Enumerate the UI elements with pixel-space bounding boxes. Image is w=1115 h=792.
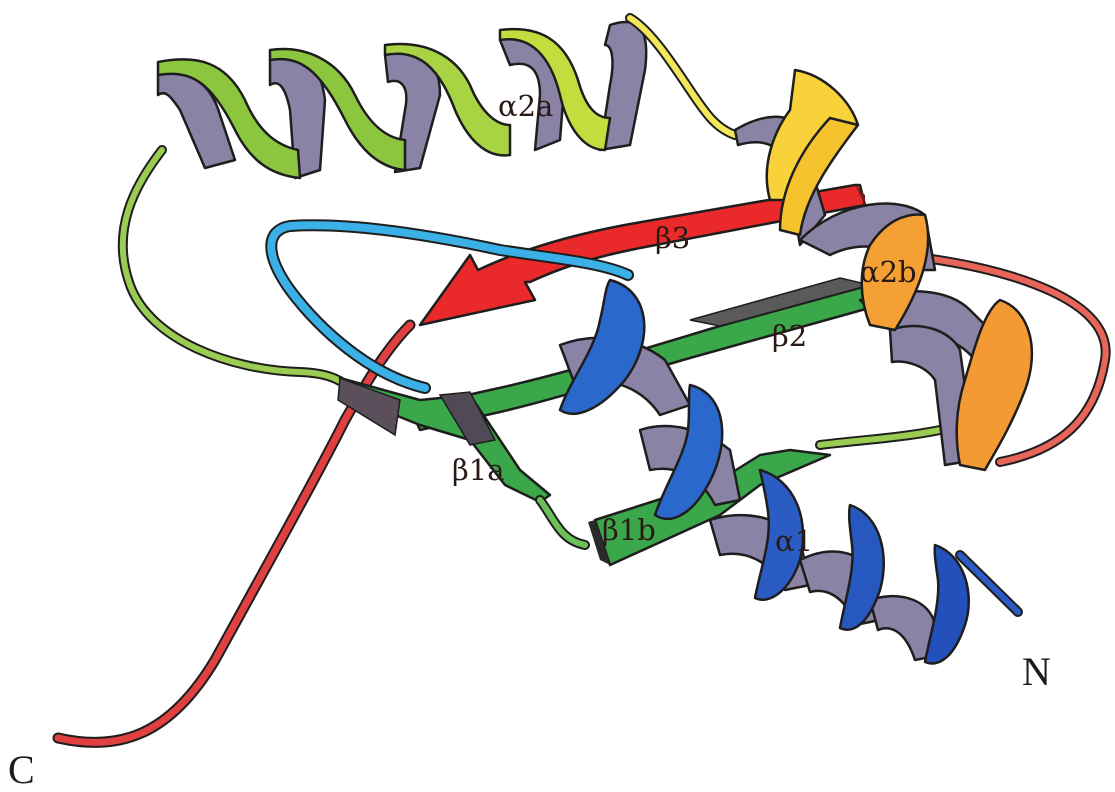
alpha2b-label: α2b [860,258,917,287]
alpha2a-helix [158,22,646,178]
beta1a-label: β1a [452,456,505,485]
left-green-coil [123,150,350,388]
beta1b-label: β1b [602,516,656,545]
alpha1-label: α1 [775,527,813,556]
n-terminus-label: N [1022,652,1051,692]
beta2-label: β2 [772,322,807,351]
c-terminus-label: C [8,750,35,790]
alpha2a-label: α2a [498,92,553,121]
beta3-label: β3 [655,224,690,253]
left-green-coil-fill [123,150,350,388]
